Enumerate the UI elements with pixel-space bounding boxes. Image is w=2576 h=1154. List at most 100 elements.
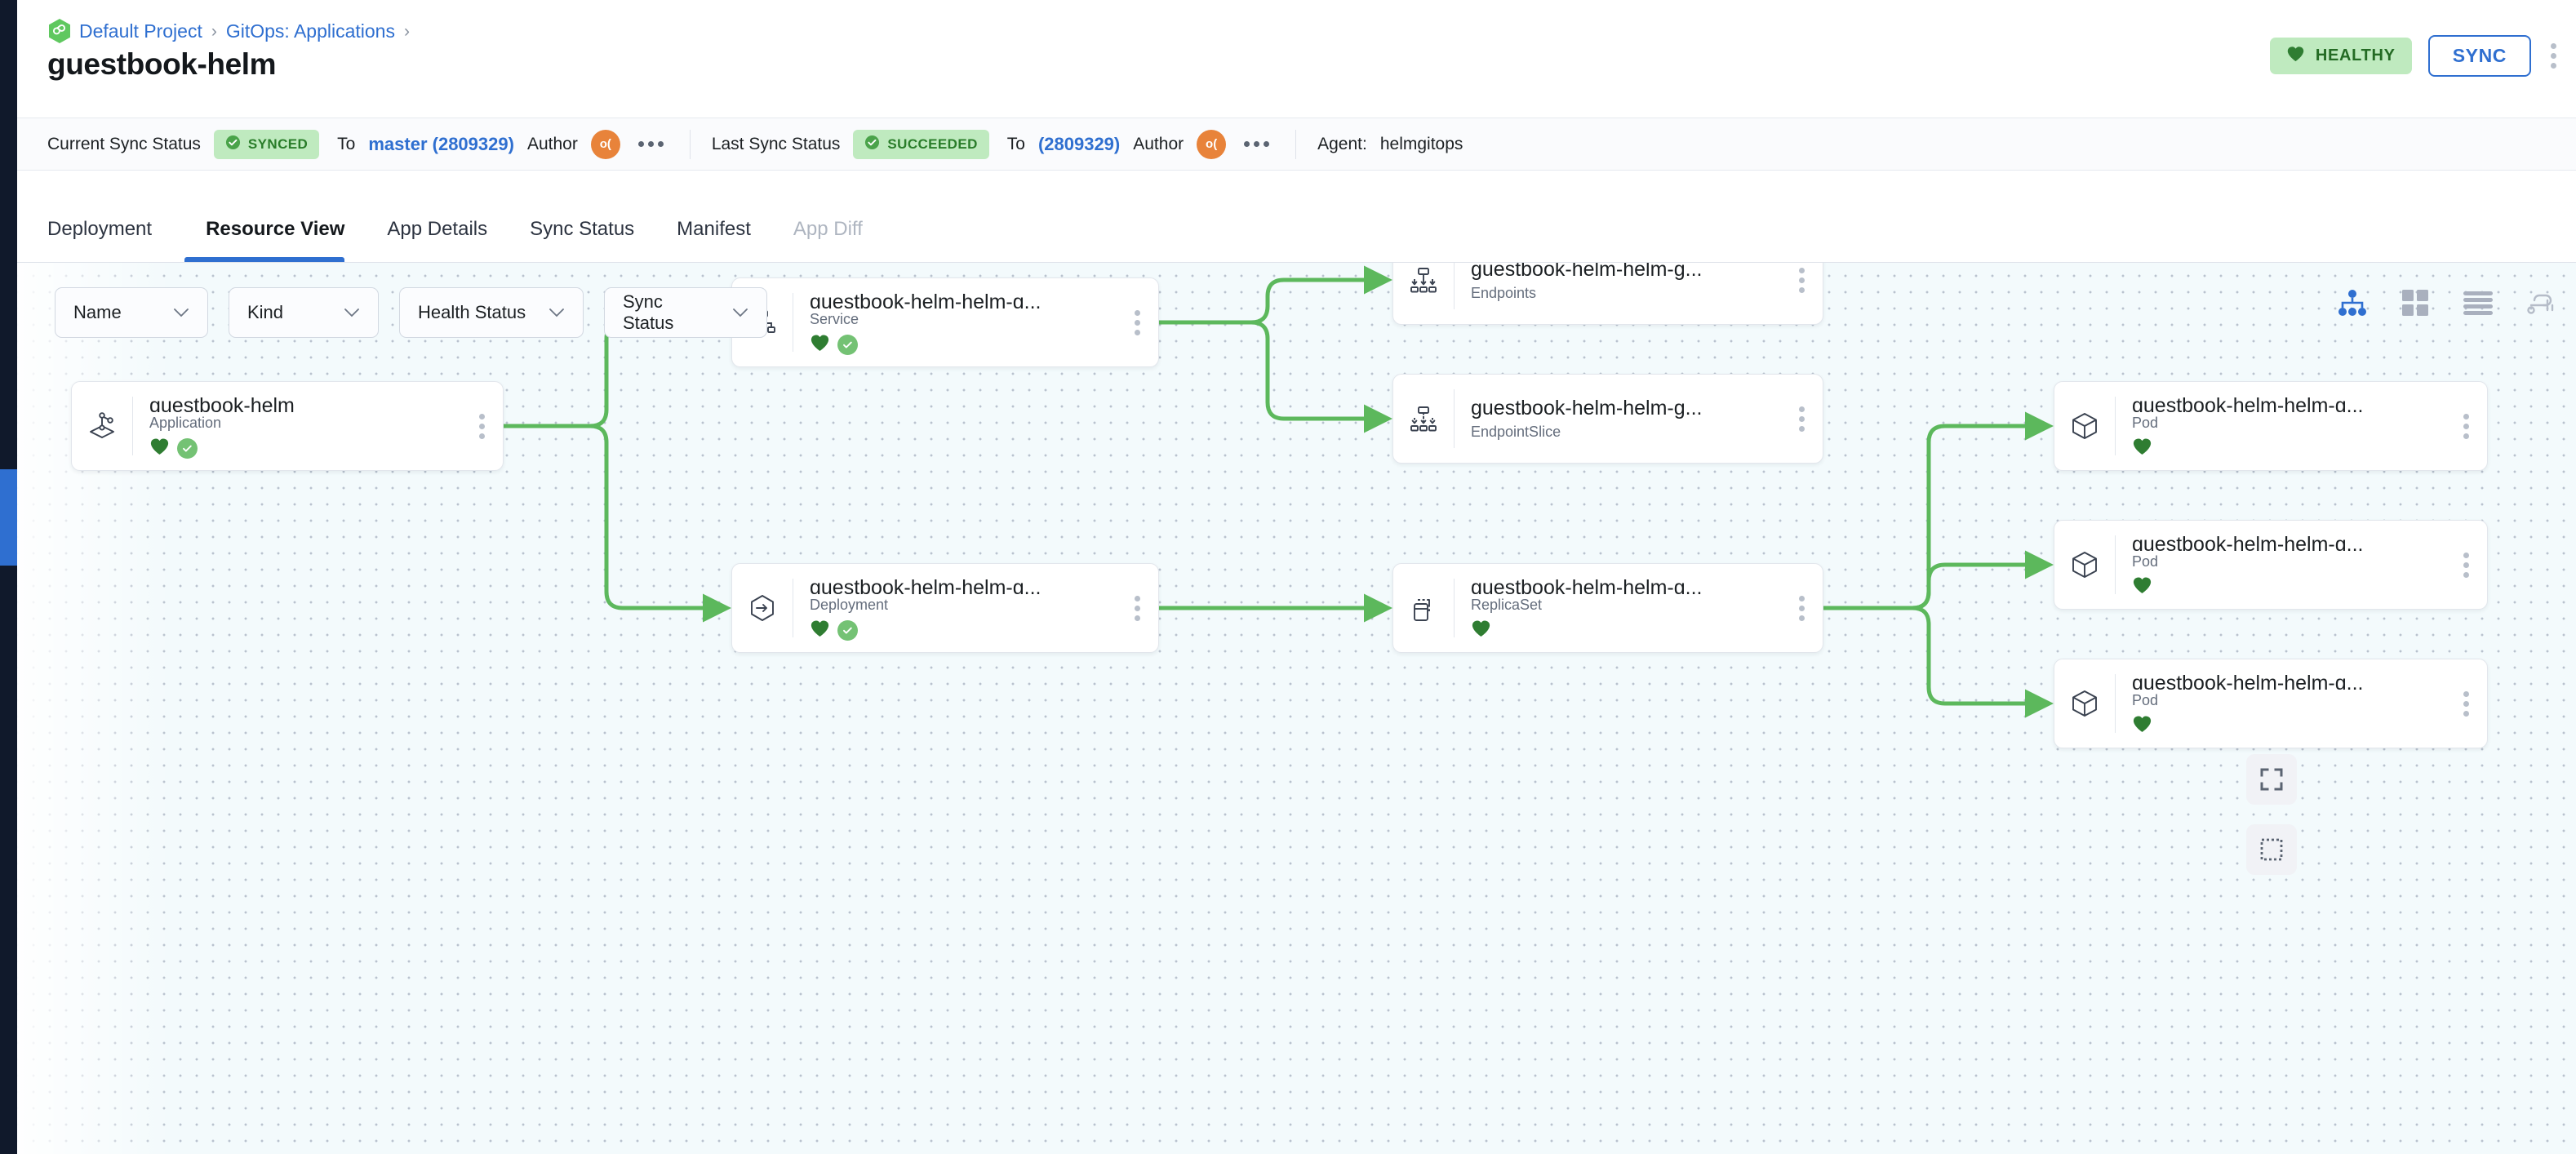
header-overflow-menu-icon[interactable] <box>2547 40 2560 72</box>
last-revision-link[interactable]: (2809329) <box>1037 133 1121 154</box>
current-sync-status-text: SYNCED <box>247 135 309 152</box>
agent-label: Agent: <box>1317 134 1367 153</box>
app-sidebar-rail[interactable] <box>0 0 17 1154</box>
resource-tree-canvas[interactable]: Name Kind Health Status Sync Status <box>17 263 2576 1154</box>
current-sync-more-icon[interactable] <box>633 136 668 152</box>
tab-app-diff: App Diff <box>793 218 863 240</box>
sync-check-icon <box>837 619 858 641</box>
current-revision-link[interactable]: master (2809329) <box>368 133 514 154</box>
page-title: guestbook-helm <box>47 47 277 81</box>
status-divider <box>689 129 691 159</box>
node-overflow-menu-icon[interactable] <box>1131 278 1158 366</box>
node-overflow-menu-icon[interactable] <box>1796 564 1823 652</box>
node-overflow-menu-icon[interactable] <box>2460 521 2487 609</box>
node-body: guestbook-helm-helm-g... Pod <box>2116 382 2460 470</box>
resource-node-endpointslice[interactable]: guestbook-helm-helm-g... EndpointSlice <box>1392 374 1823 464</box>
node-kind: Pod <box>2132 553 2159 570</box>
node-name: guestbook-helm-helm-g... <box>810 576 1042 595</box>
tab-manifest[interactable]: Manifest <box>677 218 751 240</box>
grid-view-icon[interactable] <box>2401 289 2429 317</box>
node-body: guestbook-helm-helm-g... Endpoints <box>1455 263 1796 324</box>
resource-node-application[interactable]: guestbook-helm Application <box>71 381 504 471</box>
last-sync-status-text: SUCCEEDED <box>887 135 978 152</box>
last-author-label: Author <box>1133 134 1184 153</box>
tab-sync-status[interactable]: Sync Status <box>530 218 635 240</box>
tab-bar: Deployment Resource View App Details Syn… <box>17 171 2576 263</box>
resource-node-endpoints[interactable]: guestbook-helm-helm-g... Endpoints <box>1392 263 1823 325</box>
resource-node-service[interactable]: guestbook-helm-helm-g... Service <box>731 277 1159 367</box>
node-divider <box>1454 579 1455 637</box>
last-sync-status-badge: SUCCEEDED <box>853 129 989 159</box>
sidebar-active-indicator <box>0 469 17 566</box>
node-name: guestbook-helm-helm-g... <box>2132 672 2364 690</box>
health-heart-icon <box>810 619 830 641</box>
node-status-badges <box>2132 437 2460 459</box>
tab-resource-view[interactable]: Resource View <box>184 218 366 262</box>
node-divider <box>1454 263 1455 309</box>
filter-health-label: Health Status <box>418 302 526 322</box>
sync-button[interactable]: SYNC <box>2427 35 2531 77</box>
select-region-icon[interactable] <box>2246 824 2297 875</box>
node-divider <box>2115 397 2116 455</box>
network-view-icon[interactable] <box>2527 290 2556 316</box>
node-kind: ReplicaSet <box>1471 597 1543 614</box>
current-sync-status-group: Current Sync Status SYNCED To master (28… <box>47 129 668 159</box>
filter-sync-label: Sync Status <box>623 291 674 333</box>
resource-node-replicaset[interactable]: guestbook-helm-helm-g... ReplicaSet <box>1392 563 1823 653</box>
node-kind: Pod <box>2132 415 2159 432</box>
current-author-label: Author <box>526 134 578 153</box>
node-divider <box>132 397 133 455</box>
node-status-badges <box>810 619 1131 641</box>
header-actions: HEALTHY SYNC <box>2269 35 2560 77</box>
node-overflow-menu-icon[interactable] <box>2460 382 2487 470</box>
filter-name-label: Name <box>73 302 122 322</box>
filter-sync-status-dropdown[interactable]: Sync Status <box>604 287 767 338</box>
resource-node-pod[interactable]: guestbook-helm-helm-g... Pod <box>2054 659 2488 748</box>
node-status-badges <box>810 334 1131 355</box>
node-overflow-menu-icon[interactable] <box>1131 564 1158 652</box>
list-view-icon[interactable] <box>2463 291 2493 315</box>
node-divider <box>2115 674 2116 733</box>
view-mode-toolbar <box>2338 289 2556 317</box>
tab-deployment[interactable]: Deployment <box>47 218 153 240</box>
breadcrumb-item-default-project[interactable]: Default Project <box>79 20 202 42</box>
filter-kind-label: Kind <box>247 302 284 322</box>
application-icon <box>72 382 132 470</box>
node-kind: EndpointSlice <box>1471 424 1561 441</box>
last-author-avatar[interactable]: o( <box>1197 129 1227 159</box>
node-kind: Pod <box>2132 692 2159 709</box>
tree-view-icon[interactable] <box>2338 289 2367 317</box>
filter-health-status-dropdown[interactable]: Health Status <box>399 287 584 338</box>
last-sync-more-icon[interactable] <box>1239 136 1274 152</box>
resource-node-pod[interactable]: guestbook-helm-helm-g... Pod <box>2054 381 2488 471</box>
node-overflow-menu-icon[interactable] <box>476 382 503 470</box>
breadcrumb: Default Project › GitOps: Applications › <box>47 18 411 44</box>
chevron-down-icon <box>173 304 189 322</box>
node-kind: Service <box>810 311 859 328</box>
node-status-badges <box>2132 576 2460 597</box>
breadcrumb-separator: › <box>403 21 410 41</box>
node-name: guestbook-helm-helm-g... <box>2132 394 2364 413</box>
resource-node-pod[interactable]: guestbook-helm-helm-g... Pod <box>2054 520 2488 610</box>
node-divider <box>1454 389 1455 448</box>
breadcrumb-item-gitops-applications[interactable]: GitOps: Applications <box>225 20 395 42</box>
filter-kind-dropdown[interactable]: Kind <box>229 287 379 338</box>
fullscreen-icon[interactable] <box>2246 754 2297 805</box>
node-overflow-menu-icon[interactable] <box>1796 375 1823 463</box>
check-circle-icon <box>864 135 880 154</box>
node-overflow-menu-icon[interactable] <box>2460 659 2487 748</box>
node-body: guestbook-helm-helm-g... Service <box>793 278 1131 366</box>
node-overflow-menu-icon[interactable] <box>1796 263 1823 324</box>
sync-status-bar: Current Sync Status SYNCED To master (28… <box>17 118 2576 171</box>
node-divider <box>2115 535 2116 594</box>
filter-name-dropdown[interactable]: Name <box>55 287 208 338</box>
agent-value: helmgitops <box>1379 134 1463 153</box>
node-body: guestbook-helm-helm-g... EndpointSlice <box>1455 375 1796 463</box>
node-status-badges <box>149 437 476 459</box>
pod-icon <box>2054 659 2115 748</box>
tab-app-details[interactable]: App Details <box>387 218 488 240</box>
current-author-avatar[interactable]: o( <box>590 129 620 159</box>
breadcrumb-separator: › <box>211 21 217 41</box>
resource-node-deployment[interactable]: guestbook-helm-helm-g... Deployment <box>731 563 1159 653</box>
node-body: guestbook-helm-helm-g... ReplicaSet <box>1455 564 1796 652</box>
